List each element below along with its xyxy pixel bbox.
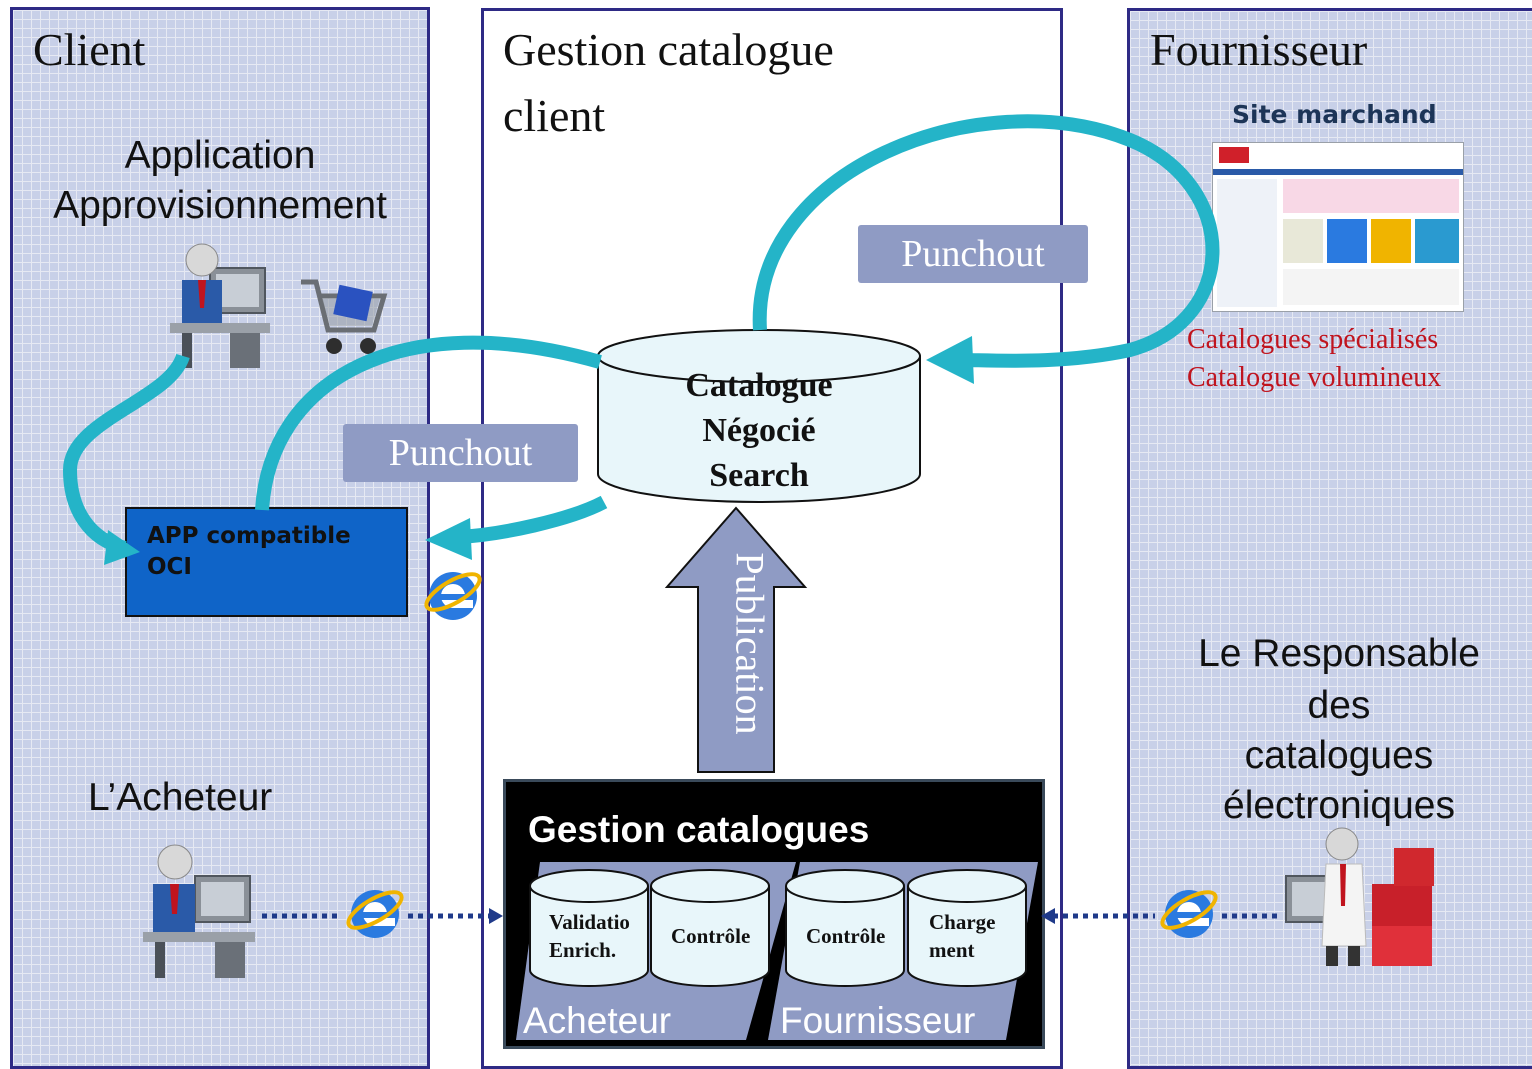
responsable-line4: électroniques: [1223, 784, 1455, 827]
internet-explorer-icon: [424, 572, 482, 620]
internet-explorer-icon-buyer: [346, 890, 404, 938]
user-at-computer-icon: [170, 243, 270, 368]
cylinder-chargement: [907, 869, 1027, 987]
punchout-label-left: Punchout: [343, 424, 578, 482]
boxes-icon: [1285, 827, 1434, 966]
cyl-chargement-line2: ment: [929, 938, 975, 962]
section-acheteur: Acheteur: [523, 1000, 672, 1041]
client-title: Client: [33, 24, 146, 75]
cylinder-validation: [529, 869, 649, 987]
fournisseur-title: Fournisseur: [1150, 24, 1368, 75]
punchout-label-top: Punchout: [858, 225, 1088, 283]
section-fournisseur: Fournisseur: [780, 1000, 976, 1041]
app-title-line2: Approvisionnement: [53, 184, 387, 227]
publication-arrow: [664, 506, 808, 773]
oci-box-line2: OCI: [147, 554, 192, 580]
internet-explorer-icon-supplier: [1160, 890, 1218, 938]
gestion-catalogues-title: Gestion catalogues: [528, 809, 870, 850]
cyl-controle-2: Contrôle: [806, 924, 886, 948]
app-title-line1: Application: [124, 134, 316, 177]
cylinder-controle-2: [785, 869, 905, 987]
cyl-chargement-line1: Charge: [929, 910, 996, 934]
gestion-title-line2: client: [503, 90, 606, 141]
cyl-controle-1: Contrôle: [671, 924, 751, 948]
app-compatible-oci-box: APP compatible OCI: [125, 507, 408, 617]
catalogue-db-line2: Négocié: [702, 412, 816, 449]
website-screenshot: [1212, 142, 1464, 312]
cyl-validation-line2: Enrich.: [549, 938, 617, 962]
shopping-cart-icon: [301, 279, 388, 354]
user-at-computer-icon-buyer: [143, 844, 255, 978]
catalogues-specialises: Catalogues spécialisés: [1187, 324, 1439, 355]
oci-box-line1: APP compatible: [147, 523, 351, 549]
catalogue-db-line1: Catalogue: [685, 367, 833, 404]
publication-label: Publication: [727, 552, 773, 735]
site-marchand-label: Site marchand: [1232, 100, 1437, 129]
responsable-line2: des: [1307, 684, 1371, 727]
gestion-cylinders: [529, 869, 1027, 987]
responsable-line3: catalogues: [1244, 734, 1434, 777]
catalogue-db-line3: Search: [709, 457, 809, 494]
gestion-title-line1: Gestion catalogue: [503, 24, 834, 75]
cylinder-controle-1: [650, 869, 770, 987]
buyer-label: L’Acheteur: [88, 776, 273, 819]
responsable-line1: Le Responsable: [1198, 632, 1480, 675]
cyl-validation-line1: Validatio: [549, 910, 630, 934]
catalogue-volumineux: Catalogue volumineux: [1187, 362, 1442, 393]
